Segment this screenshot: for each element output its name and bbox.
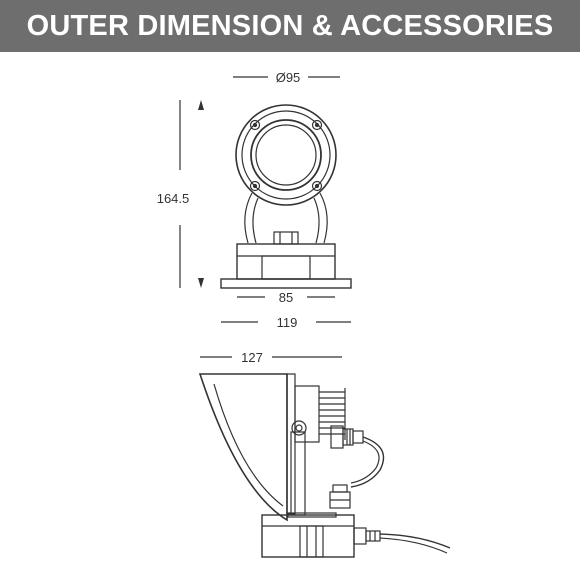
dimension-height: 164.5: [157, 191, 190, 206]
dimension-base-inner-width: 85: [279, 290, 293, 305]
header-bar: OUTER DIMENSION & ACCESSORIES: [0, 0, 580, 52]
front-view: [179, 76, 352, 323]
technical-drawing: Ø95 164.5 85 119 127: [157, 70, 451, 558]
side-view: [198, 356, 451, 558]
screw-icon: [311, 180, 323, 192]
screw-icon: [249, 119, 261, 131]
dimension-diameter: Ø95: [276, 70, 301, 85]
dimension-side-length: 127: [241, 350, 263, 365]
dimension-base-outer-width: 119: [277, 315, 298, 330]
screw-icon: [311, 119, 323, 131]
page-title: OUTER DIMENSION & ACCESSORIES: [26, 9, 554, 42]
screw-icon: [249, 180, 261, 192]
